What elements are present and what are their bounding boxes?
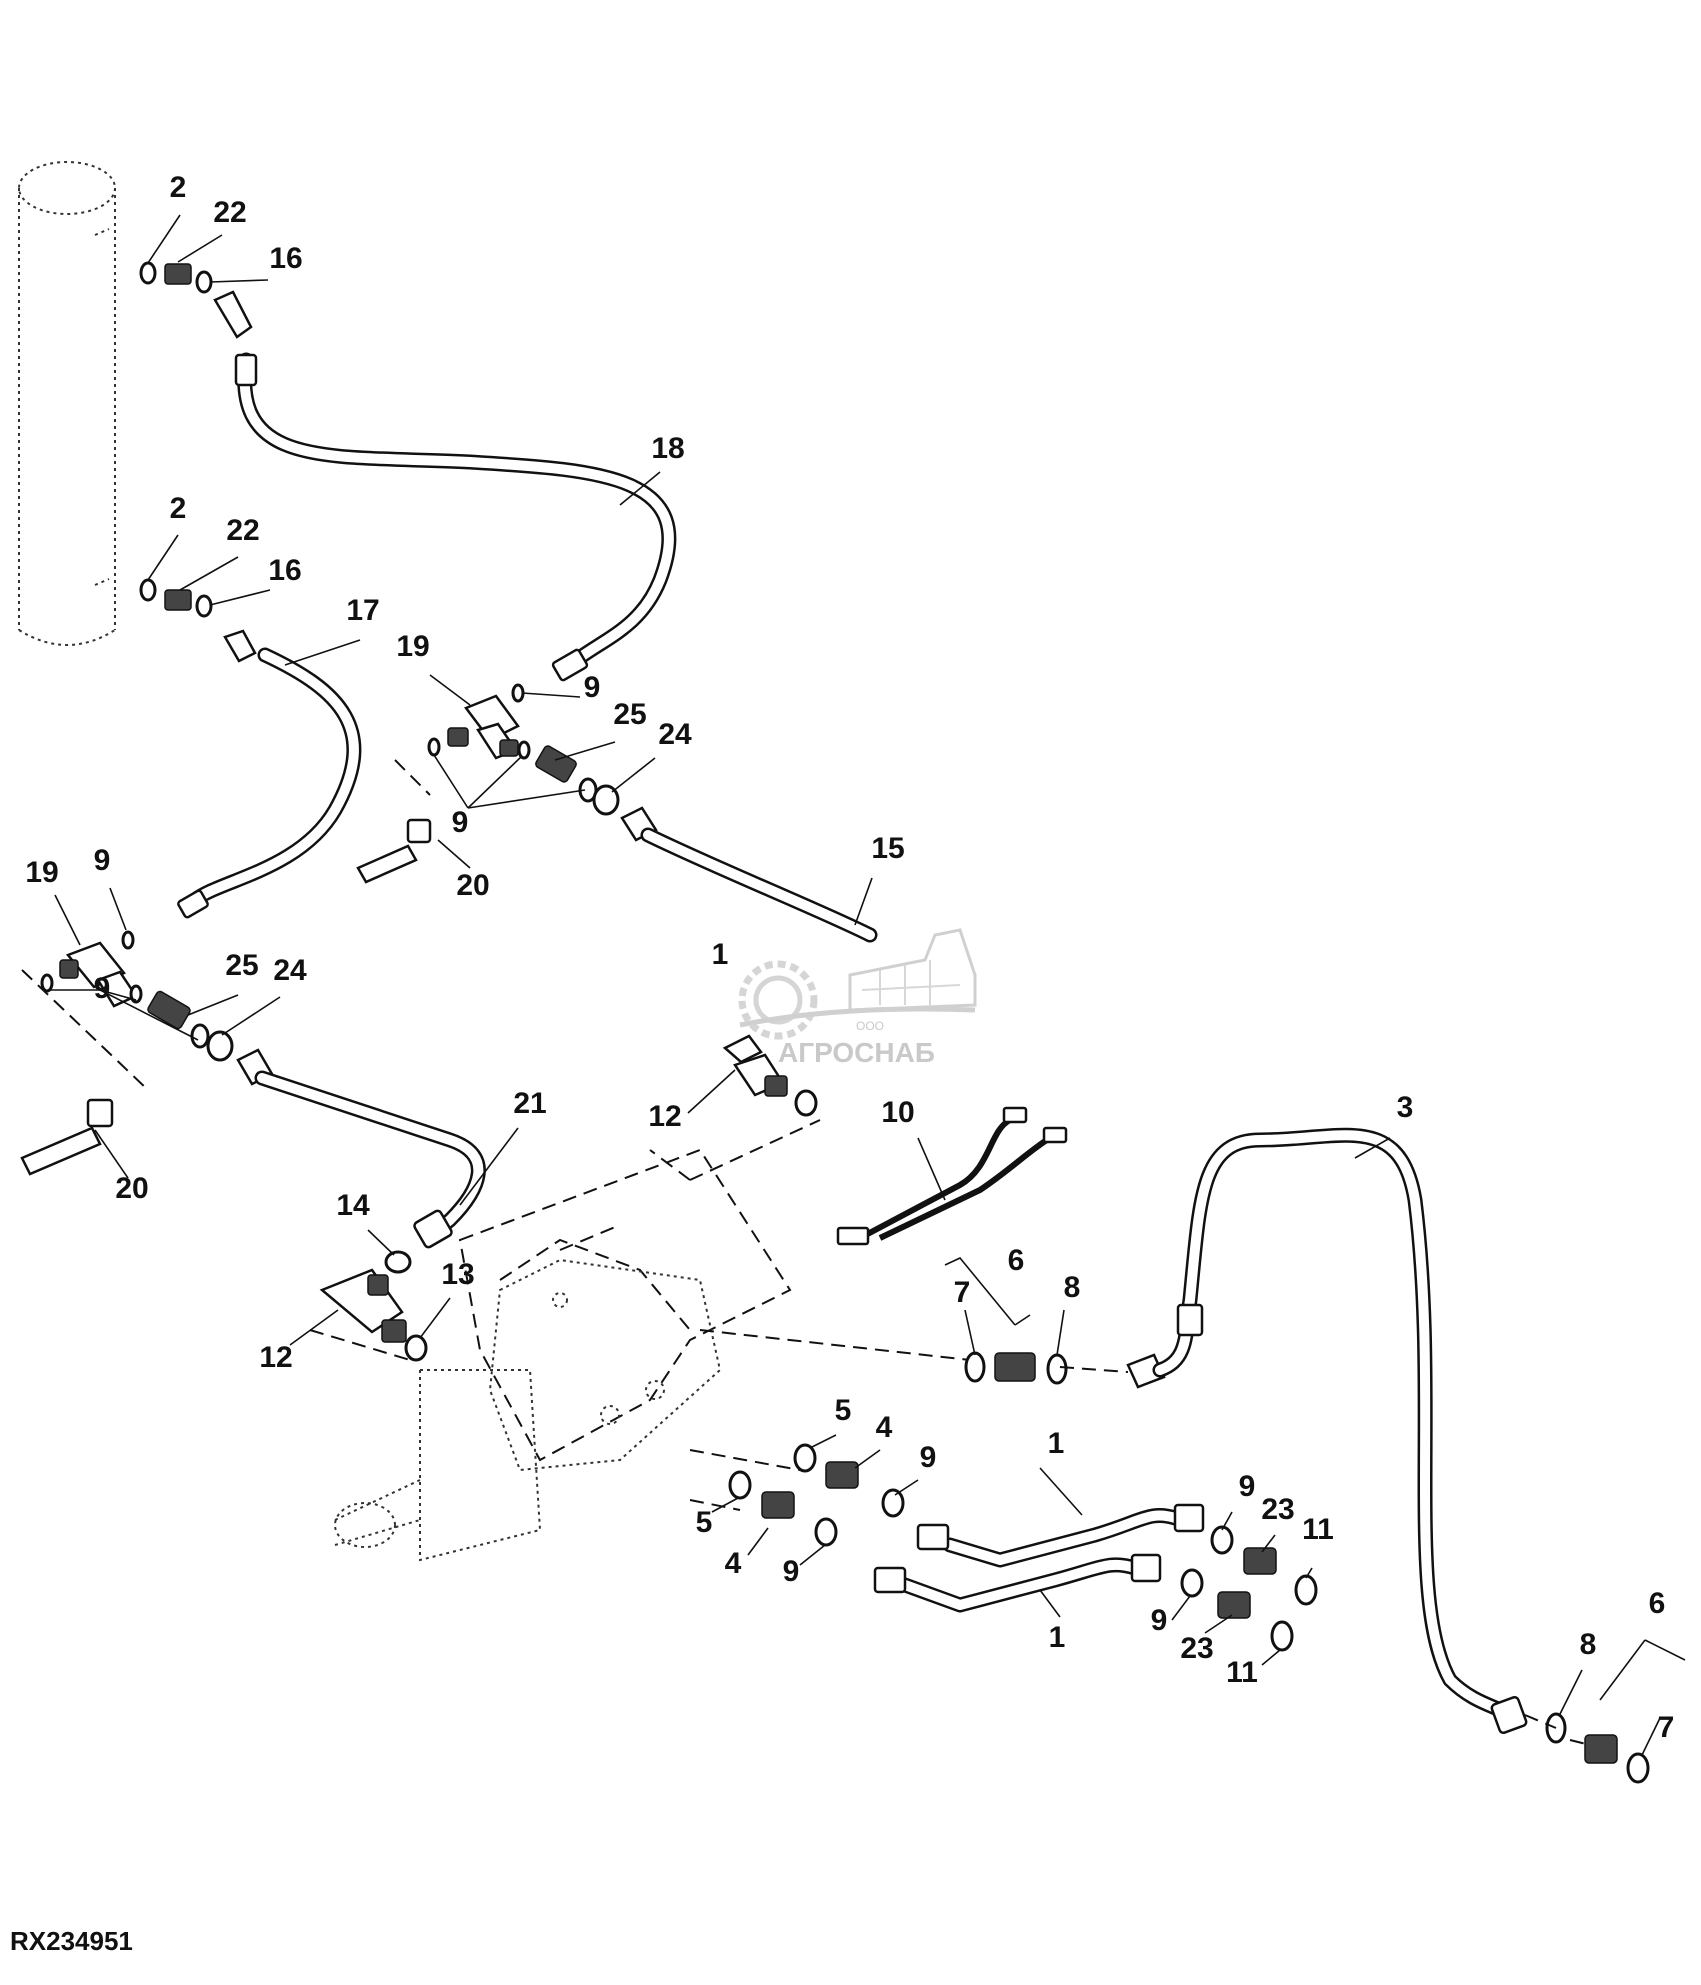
callout-c-2b: 2: [170, 492, 187, 525]
elbow-fitting-12-lower: [319, 1250, 428, 1362]
callout-c-8b: 8: [1580, 1628, 1597, 1661]
callout-c-13: 13: [441, 1258, 474, 1291]
wiring-harness-10: [836, 1106, 1068, 1246]
callout-c-16a: 16: [269, 242, 302, 275]
watermark-logo: [738, 928, 977, 1040]
callout-c-9d: 9: [94, 972, 111, 1005]
watermark-prefix: ООО: [856, 1019, 884, 1033]
elbow-fitting-12-upper: [649, 1034, 821, 1181]
hose-18: [213, 290, 677, 682]
callout-c-11a: 11: [1302, 1513, 1334, 1546]
callout-c-25a: 25: [613, 698, 646, 731]
callout-c-12b: 12: [259, 1341, 292, 1374]
callout-c-21: 21: [513, 1087, 546, 1120]
callout-c-18: 18: [651, 432, 684, 465]
callout-c-9b: 9: [452, 806, 469, 839]
callout-c-19b: 19: [25, 856, 58, 889]
callout-c-22a: 22: [213, 196, 246, 229]
hose-15: [620, 806, 878, 943]
hose-3: [1126, 1127, 1528, 1735]
callout-c-7b: 7: [1658, 1711, 1675, 1744]
plug-20-lower: [20, 1098, 114, 1176]
callout-c-23b: 23: [1180, 1632, 1213, 1665]
callout-c-9e: 9: [920, 1441, 937, 1474]
callout-c-2a: 2: [170, 171, 187, 204]
callout-c-17: 17: [346, 594, 379, 627]
callout-c-5a: 5: [835, 1394, 852, 1427]
plug-20-upper: [356, 759, 432, 884]
callout-c-3: 3: [1397, 1091, 1414, 1124]
callout-c-23a: 23: [1261, 1493, 1294, 1526]
control-valve-outline: [334, 1148, 971, 1562]
callout-c-25b: 25: [225, 949, 258, 982]
callout-c-11b: 11: [1226, 1656, 1258, 1689]
callout-c-12a: 12: [648, 1100, 681, 1133]
callout-c-20a: 20: [456, 869, 489, 902]
callout-c-14: 14: [336, 1189, 370, 1222]
fittings-9-23-11: [1180, 1525, 1318, 1652]
callout-c-1c: 1: [1049, 1621, 1066, 1654]
callout-c-9a: 9: [584, 671, 601, 704]
drawing-id: RX234951: [10, 1926, 133, 1956]
callout-c-10: 10: [881, 1096, 914, 1129]
callout-c-16b: 16: [268, 554, 301, 587]
adapter-6-upper: [944, 1257, 1068, 1385]
callout-c-4a: 4: [876, 1411, 893, 1444]
hose-17: [177, 629, 362, 919]
tee-fitting-lower: [21, 930, 234, 1091]
callout-c-15: 15: [871, 832, 904, 865]
connection-guides: [309, 1329, 1591, 1746]
callout-c-22b: 22: [226, 514, 259, 547]
callout-c-9h: 9: [1151, 1604, 1168, 1637]
callout-c-1a: 1: [712, 938, 729, 971]
adapter-6-lower: [1545, 1639, 1686, 1784]
watermark-text: ООО АГРОСНАБ: [778, 1019, 935, 1068]
watermark-name: АГРОСНАБ: [778, 1037, 935, 1068]
tee-fitting-upper: [427, 683, 620, 816]
callout-c-19a: 19: [396, 630, 429, 663]
callout-c-8a: 8: [1064, 1271, 1081, 1304]
callout-c-24b: 24: [273, 954, 307, 987]
callout-c-6b: 6: [1649, 1587, 1666, 1620]
callout-c-7a: 7: [954, 1276, 971, 1309]
callout-c-9g: 9: [1239, 1470, 1256, 1503]
callout-c-20b: 20: [115, 1172, 148, 1205]
callout-c-9f: 9: [783, 1555, 800, 1588]
callout-c-24a: 24: [658, 718, 692, 751]
callout-c-6a: 6: [1008, 1244, 1025, 1277]
tube-21: [236, 1048, 486, 1249]
fittings-4-5-9: [689, 1443, 905, 1547]
tubes-1: [873, 1503, 1205, 1613]
callout-c-1b: 1: [1048, 1427, 1065, 1460]
callout-c-5b: 5: [696, 1506, 713, 1539]
callout-c-9c: 9: [94, 844, 111, 877]
callout-c-4b: 4: [725, 1547, 742, 1580]
lift-cylinder-outline: [18, 161, 116, 646]
fitting-group-top: [139, 261, 213, 618]
leader-lines: [50, 214, 1661, 1756]
